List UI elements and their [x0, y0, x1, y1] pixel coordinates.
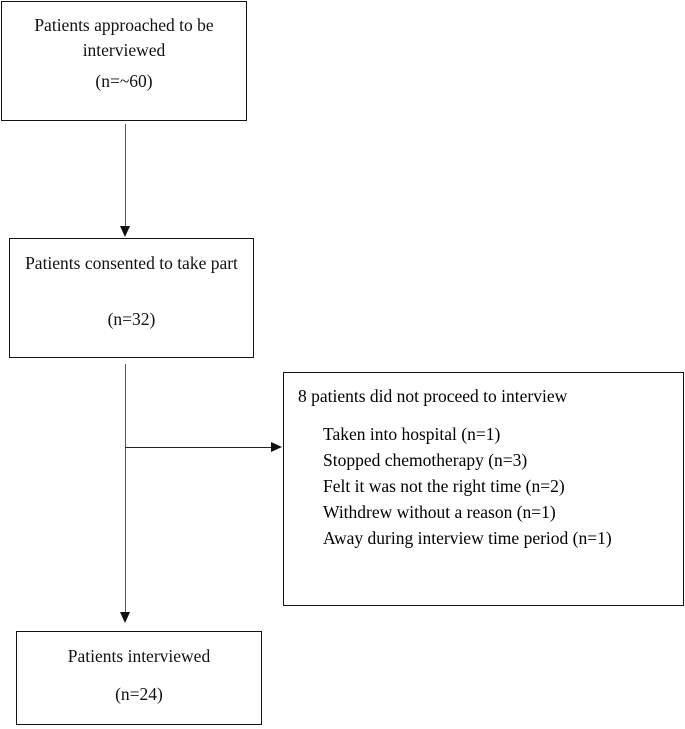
- connector-approached-to-consented-line: [124, 124, 127, 227]
- node-patients-consented: Patients consented to take part (n=32): [9, 238, 254, 358]
- arrow-down-icon: [119, 612, 130, 623]
- node-interviewed-label: Patients interviewed: [67, 646, 211, 666]
- node-approached-label: Patients approached to be interviewed: [34, 15, 214, 60]
- node-consented-label: Patients consented to take part: [25, 253, 238, 273]
- arrow-right-icon: [271, 441, 282, 452]
- list-item: Felt it was not the right time (n=2): [323, 476, 565, 496]
- list-item: Away during interview time period (n=1): [323, 528, 612, 548]
- connector-consented-to-interviewed-line: [124, 364, 127, 613]
- connector-consented-to-exclusions-line: [125, 446, 272, 449]
- node-consented-count: (n=32): [107, 309, 156, 329]
- list-item: Taken into hospital (n=1): [323, 424, 501, 444]
- node-patients-approached: Patients approached to be interviewed (n…: [1, 1, 247, 121]
- list-item: Stopped chemotherapy (n=3): [323, 450, 528, 470]
- list-item: Withdrew without a reason (n=1): [323, 502, 556, 522]
- arrow-down-icon: [119, 226, 130, 237]
- exclusions-header: 8 patients did not proceed to interview: [298, 386, 568, 406]
- node-patients-interviewed: Patients interviewed (n=24): [16, 631, 262, 725]
- exclusions-list: Taken into hospital (n=1) Stopped chemot…: [323, 421, 675, 551]
- node-exclusions: 8 patients did not proceed to interview …: [283, 372, 684, 606]
- node-interviewed-count: (n=24): [115, 684, 163, 704]
- node-approached-count: (n=~60): [95, 71, 153, 91]
